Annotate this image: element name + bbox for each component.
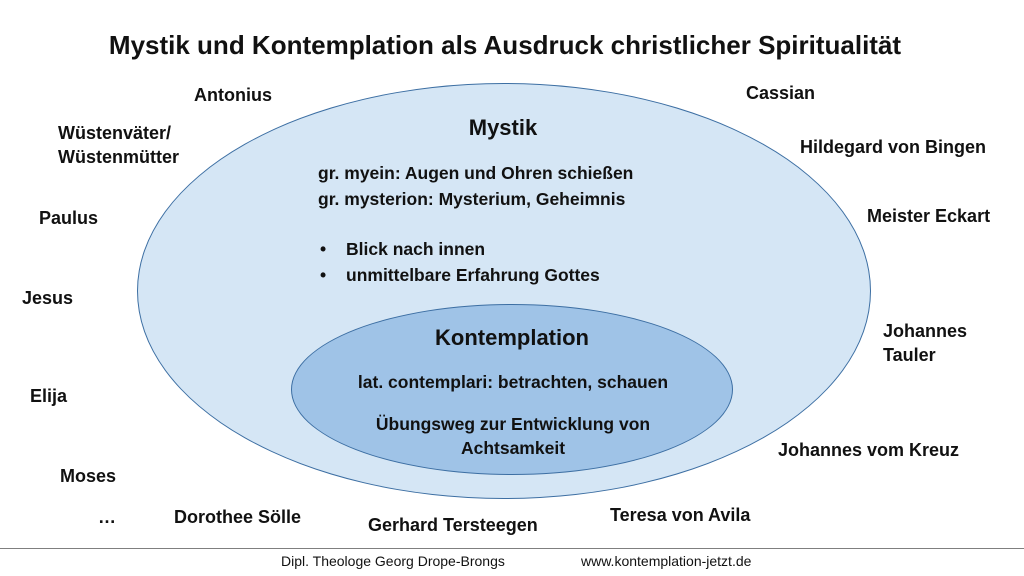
footer-website: www.kontemplation-jetzt.de <box>581 553 752 569</box>
name-cassian: Cassian <box>746 83 816 103</box>
bullet-text: unmittelbare Erfahrung Gottes <box>346 265 600 285</box>
bullet-dot-icon: • <box>320 265 327 285</box>
bullet-dot-icon: • <box>320 239 327 259</box>
name-kreuz: Johannes vom Kreuz <box>778 440 960 460</box>
bullet-item-blick: • Blick nach innen <box>318 236 600 262</box>
mystik-bullet-list: • Blick nach innen • unmittelbare Erfahr… <box>318 236 600 288</box>
name-eckart: Meister Eckart <box>867 206 991 226</box>
kontemplation-heading: Kontemplation <box>435 325 589 350</box>
kontemplation-definition-line2: Achtsamkeit <box>460 438 566 458</box>
name-elija: Elija <box>30 386 68 406</box>
bullet-item-erfahrung: • unmittelbare Erfahrung Gottes <box>318 262 600 288</box>
mystik-heading: Mystik <box>468 115 538 140</box>
name-antonius: Antonius <box>194 85 272 105</box>
etymology-mysterion: gr. mysterion: Mysterium, Geheimnis <box>318 189 626 209</box>
bullet-text: Blick nach innen <box>346 239 486 259</box>
name-hildegard: Hildegard von Bingen <box>800 137 987 157</box>
footer-divider <box>0 548 1024 549</box>
footer-author: Dipl. Theologe Georg Drope-Brongs <box>281 553 505 569</box>
name-wuestenvaeter: Wüstenväter/ Wüstenmütter <box>58 123 179 167</box>
kontemplation-etymology: lat. contemplari: betrachten, schauen <box>357 372 669 392</box>
name-moses: Moses <box>60 466 117 486</box>
name-paulus: Paulus <box>39 208 99 228</box>
name-tersteegen: Gerhard Tersteegen <box>368 515 538 535</box>
name-tauler: Johannes Tauler <box>883 321 968 365</box>
kontemplation-ellipse <box>291 304 733 475</box>
name-soelle: Dorothee Sölle <box>174 507 302 527</box>
kontemplation-definition-line1: Übungsweg zur Entwicklung von <box>375 414 651 434</box>
name-jesus: Jesus <box>22 288 74 308</box>
slide-title: Mystik und Kontemplation als Ausdruck ch… <box>108 30 902 60</box>
name-teresa: Teresa von Avila <box>610 505 751 525</box>
mystik-etymology: gr. myein: Augen und Ohren schießen gr. … <box>318 160 633 212</box>
etymology-myein: gr. myein: Augen und Ohren schießen <box>318 163 634 183</box>
name-ellipsis: … <box>98 507 116 527</box>
